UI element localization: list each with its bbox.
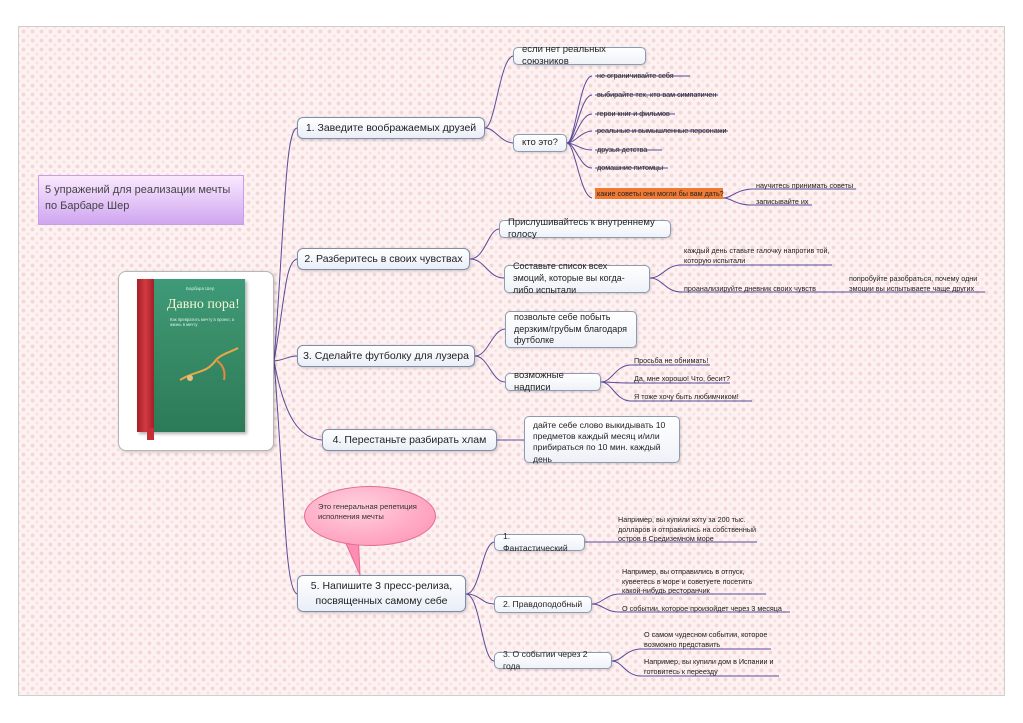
callout-bubble[interactable]	[304, 486, 436, 546]
node-no-real-allies[interactable]: если нет реальных союзников	[513, 44, 646, 67]
node-be-bold[interactable]: позвольте себе побыть дерзким/грубым бла…	[505, 311, 637, 348]
leaf-dont-limit[interactable]: не ограничивайте себя	[597, 71, 674, 80]
leaf-feel-good[interactable]: Да, мне хорошо! Что, бесит?	[634, 374, 730, 383]
leaf-analyze-diary[interactable]: проанализируйте дневник своих чувств	[684, 284, 816, 293]
book-subtitle: Как превратить мечту в проект, а жизнь в…	[170, 317, 235, 328]
book-author: Барбара Шер	[186, 286, 215, 291]
branch-1-imaginary-friends[interactable]: 1. Заведите воображаемых друзей	[297, 117, 485, 139]
leaf-house-spain[interactable]: Например, вы купили дом в Испании и гото…	[644, 657, 774, 676]
leaf-favorite[interactable]: Я тоже хочу быть любимчиком!	[634, 392, 739, 401]
leaf-choose-liked[interactable]: выбирайте тех, кто вам симпатичен	[597, 90, 717, 99]
node-possible-labels[interactable]: возможные надписи	[505, 370, 601, 393]
leaf-vacation[interactable]: Например, вы отправились в отпуск, кувее…	[622, 567, 753, 596]
book-title: Давно пора!	[167, 297, 240, 312]
leaf-heroes[interactable]: герои книг и фильмов	[597, 109, 670, 118]
node-two-years[interactable]: 3. О событии через 2 года	[494, 649, 612, 671]
leaf-why-often[interactable]: попробуйте разобраться, почему одни эмоц…	[849, 274, 978, 293]
node-plausible[interactable]: 2. Правдоподобный	[494, 596, 592, 613]
highlight-marker	[595, 188, 723, 199]
node-emotion-list[interactable]: Составьте список всех эмоций, которые вы…	[504, 261, 650, 295]
leaf-wonderful[interactable]: О самом чудесном событии, которое возмож…	[644, 630, 768, 649]
leaf-three-months[interactable]: О событии, которое произойдет через 3 ме…	[622, 604, 782, 613]
book-illustration	[179, 347, 239, 381]
leaf-write-down[interactable]: записывайте их	[756, 197, 809, 206]
branch-2-feelings[interactable]: 2. Разберитесь в своих чувствах	[297, 248, 470, 270]
node-inner-voice[interactable]: Прислушивайтесь к внутреннему голосу	[499, 217, 671, 240]
leaf-real-fictional[interactable]: реальные и вымышленные персонажи	[597, 126, 727, 135]
node-throw-away[interactable]: дайте себе слово выкидывать 10 предметов…	[524, 416, 680, 464]
node-who-is-it[interactable]: кто это?	[513, 134, 567, 152]
branch-4-clutter[interactable]: 4. Перестаньте разбирать хлам	[322, 429, 497, 451]
node-fantastic[interactable]: 1. Фантастический	[494, 531, 585, 553]
leaf-childhood-friends[interactable]: друзья детства	[597, 145, 648, 154]
leaf-learn-accept[interactable]: научитесь принимать советы	[756, 181, 854, 190]
book-cover-image	[137, 279, 245, 432]
book-bookmark	[147, 428, 154, 440]
callout-text: Это генеральная репетиция исполнения меч…	[318, 502, 417, 522]
leaf-pets[interactable]: домашние питомцы	[597, 163, 664, 172]
book-spine	[137, 279, 154, 432]
leaf-yacht[interactable]: Например, вы купили яхту за 200 тыс. дол…	[618, 515, 757, 544]
branch-5-press-releases[interactable]: 5. Напишите 3 пресс-релиза, посвященных …	[297, 575, 466, 612]
leaf-what-advice[interactable]: какие советы они могли бы вам дать?	[597, 189, 724, 198]
leaf-dont-hug[interactable]: Просьба не обнимать!	[634, 356, 709, 365]
map-title: 5 упражений для реализации мечты по Барб…	[38, 175, 244, 225]
leaf-daily-check[interactable]: каждый день ставьте галочку напротив той…	[684, 246, 830, 265]
branch-3-loser-tshirt[interactable]: 3. Сделайте футболку для лузера	[297, 345, 475, 367]
